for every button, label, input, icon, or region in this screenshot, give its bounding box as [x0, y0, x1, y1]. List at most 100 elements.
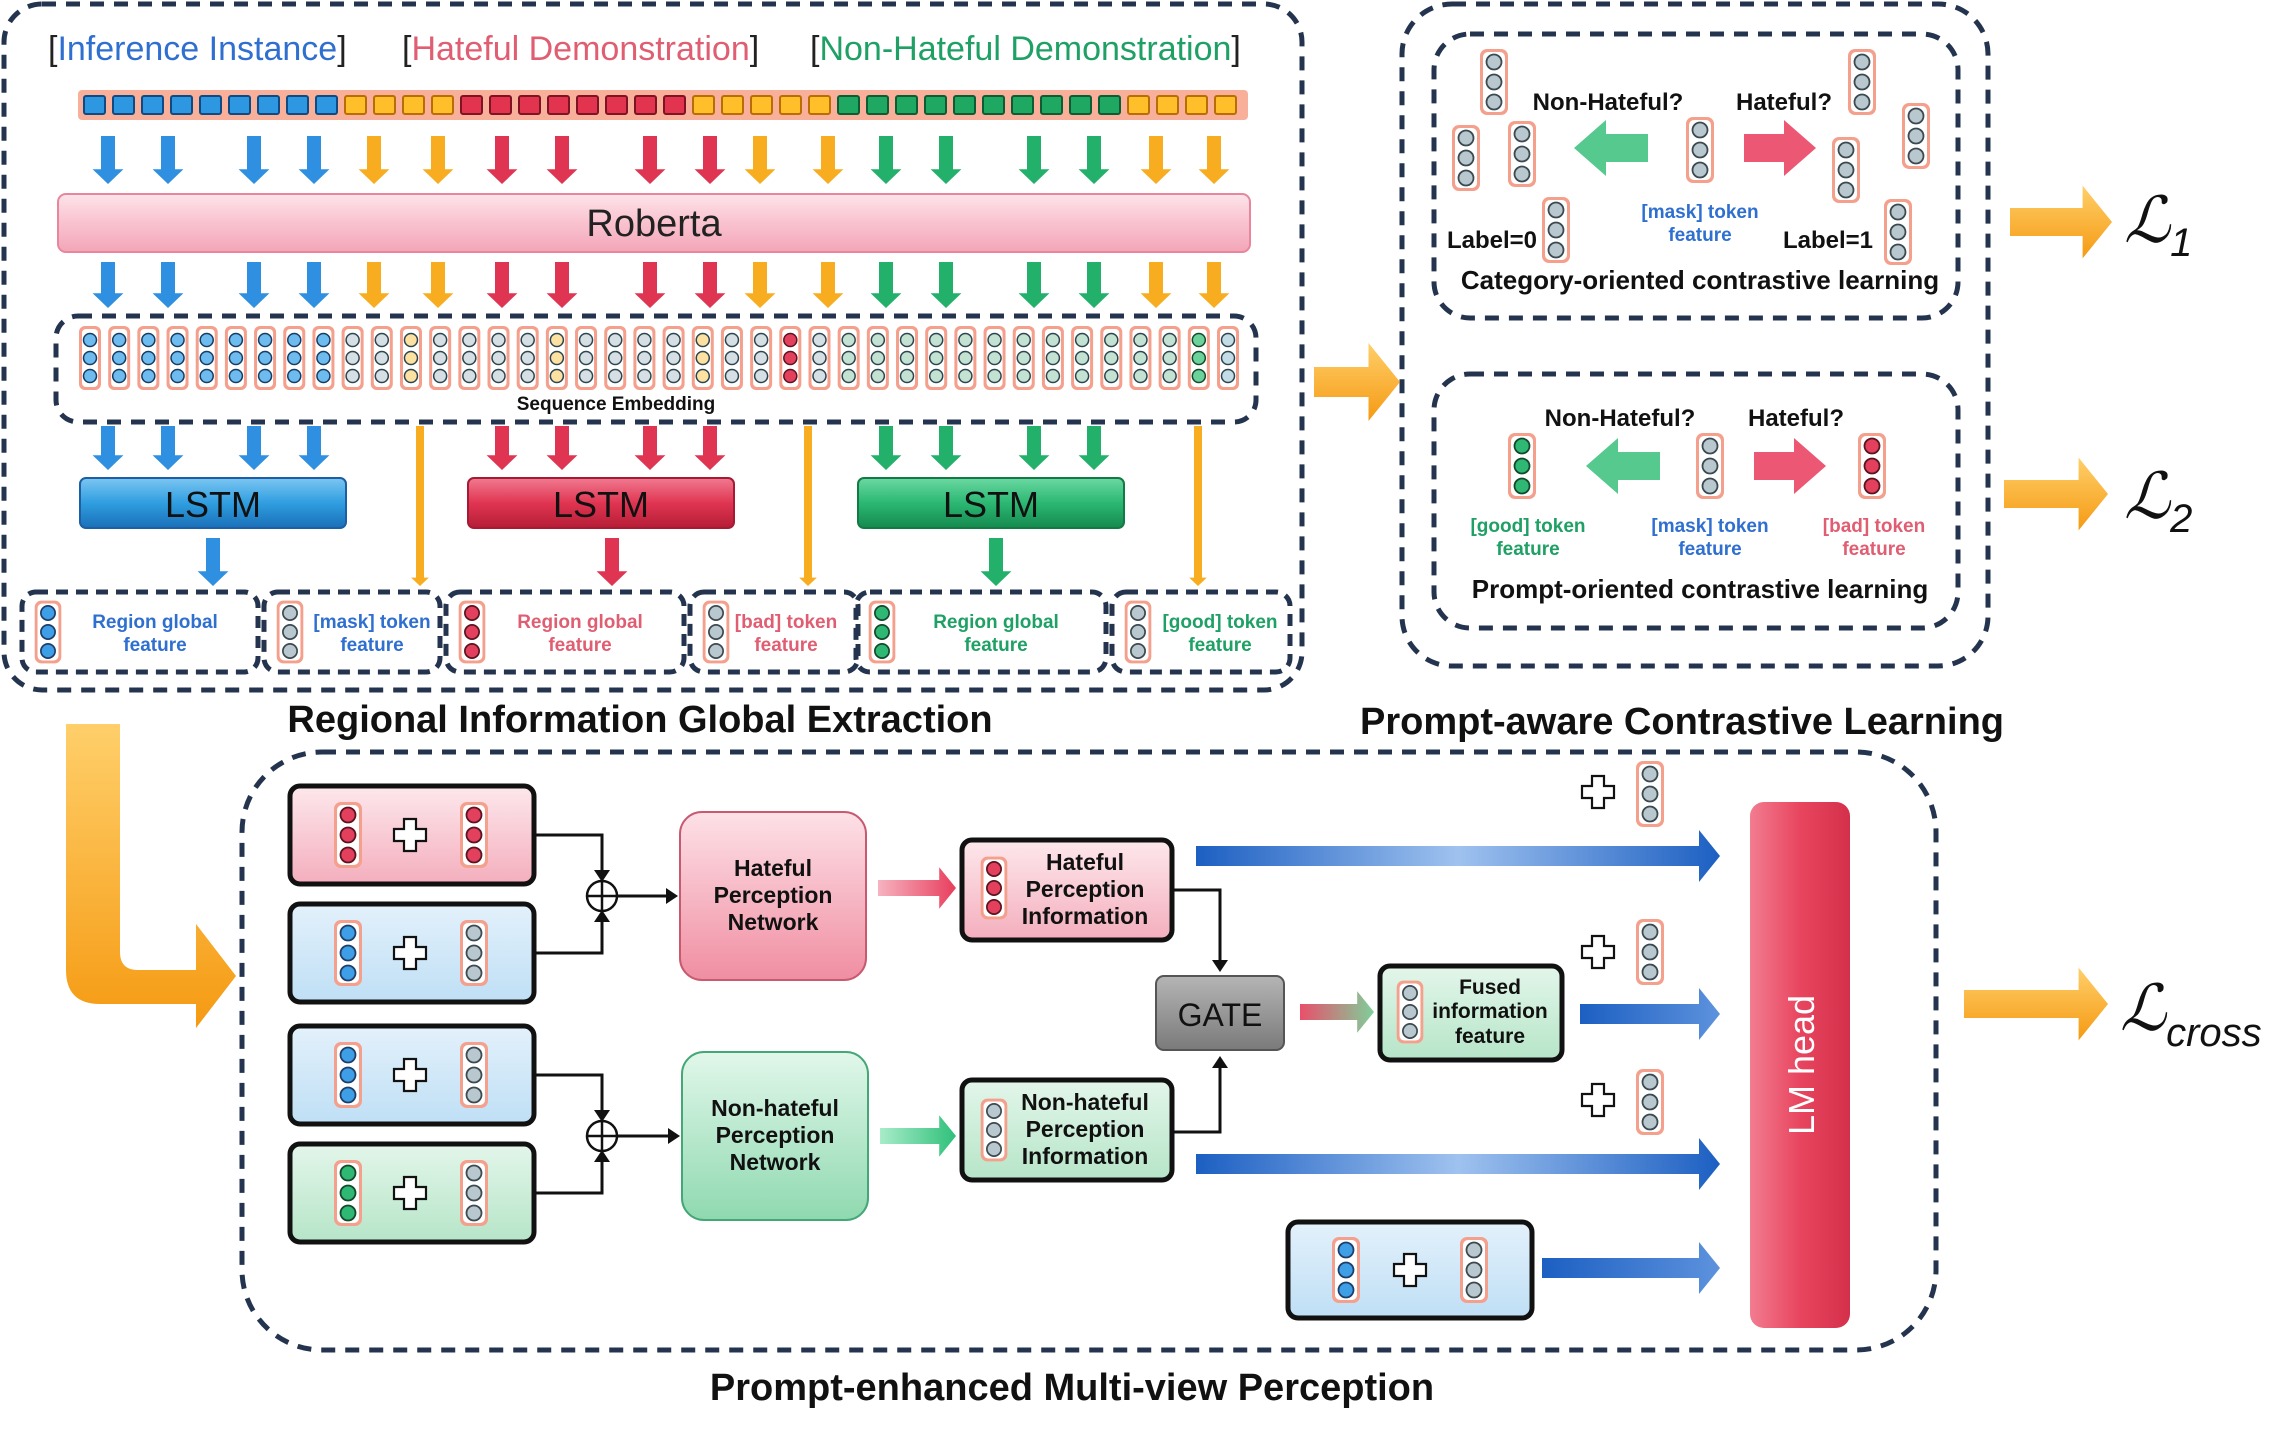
input-token	[605, 95, 628, 115]
roberta-to-embedding-arrow	[1018, 262, 1050, 308]
svg-text:information: information	[1432, 1000, 1548, 1023]
token-to-roberta-arrow	[1140, 136, 1172, 184]
input-token	[344, 95, 367, 115]
input-vector	[1460, 1237, 1488, 1303]
sequence-embedding-vector	[1129, 326, 1152, 390]
regional-feature-vector	[1124, 600, 1152, 664]
regional-feature-label: Region global	[92, 612, 218, 633]
input-token	[692, 95, 715, 115]
connector-arrowhead	[668, 1128, 680, 1144]
loss-l2: ℒ2	[2124, 460, 2192, 541]
gate-to-fused-arrow	[1300, 991, 1374, 1033]
svg-text:Non-hateful: Non-hateful	[711, 1095, 839, 1121]
roberta-to-embedding-arrow	[152, 262, 184, 308]
token-to-roberta-arrow	[152, 136, 184, 184]
connector-line	[534, 912, 604, 955]
roberta-to-embedding-arrow	[930, 262, 962, 308]
pull-good-arrow	[1586, 438, 1660, 494]
connector-arrowhead	[666, 888, 678, 904]
sequence-embedding-vector	[458, 326, 481, 390]
to-contrastive-arrow	[1314, 343, 1400, 421]
plus-icon	[392, 935, 428, 971]
regional-feature-label-2: feature	[754, 635, 817, 656]
title-perception: Prompt-enhanced Multi-view Perception	[710, 1367, 1434, 1409]
regional-feature-label-2: feature	[1188, 635, 1251, 656]
sequence-embedding-vector	[516, 326, 539, 390]
plus-icon	[1580, 774, 1616, 810]
hateful-sample-vector	[1832, 137, 1860, 203]
non-hateful-info-vector	[980, 1098, 1008, 1162]
sequence-embedding-vector	[195, 326, 218, 390]
roberta-to-embedding-arrow	[1078, 262, 1110, 308]
svg-text:LSTM: LSTM	[943, 484, 1039, 525]
input-token	[460, 95, 483, 115]
title-regional: Regional Information Global Extraction	[287, 699, 992, 741]
input-token	[170, 95, 193, 115]
regional-feature-label-2: feature	[964, 635, 1027, 656]
regional-feature-vector	[276, 600, 304, 664]
lstm-red: LSTM	[467, 477, 735, 529]
input-token	[228, 95, 251, 115]
svg-text:feature: feature	[1668, 225, 1731, 246]
connector-arrowhead	[594, 1110, 610, 1122]
token-feature-vector	[1636, 919, 1664, 985]
input-vector	[460, 802, 488, 868]
input-token	[199, 95, 222, 115]
sequence-embedding-vector	[137, 326, 160, 390]
sequence-embedding-vector	[604, 326, 627, 390]
label-1: Label=1	[1783, 227, 1873, 254]
regional-feature-label-2: feature	[548, 635, 611, 656]
hpn-to-hpi-arrow	[878, 867, 956, 909]
sequence-embedding-vector	[1217, 326, 1239, 390]
sequence-embedding-vector	[1187, 326, 1210, 390]
token-to-roberta-arrow	[744, 136, 776, 184]
input-token	[982, 95, 1005, 115]
lstm-to-region-arrow	[596, 538, 628, 586]
input-token	[83, 95, 106, 115]
token-feature-vector	[1636, 1069, 1664, 1135]
input-token	[315, 95, 338, 115]
svg-text:GATE: GATE	[1178, 997, 1263, 1033]
embedding-to-lstm-arrow	[1018, 426, 1050, 470]
lstm-to-region-arrow	[197, 538, 229, 586]
svg-text:Perception: Perception	[716, 1122, 835, 1148]
svg-text:feature: feature	[1496, 539, 1559, 560]
input-token	[1214, 95, 1237, 115]
prompt-bad-label: [bad] token	[1823, 516, 1925, 537]
embedding-to-lstm-arrow	[298, 426, 330, 470]
input-token	[402, 95, 425, 115]
token-to-roberta-arrow	[546, 136, 578, 184]
input-vector	[334, 802, 362, 868]
lstm-green: LSTM	[857, 477, 1125, 529]
regional-feature-label: [good] token	[1162, 612, 1277, 633]
perception-input-pair	[287, 1023, 537, 1127]
sequence-embedding-vector	[108, 326, 131, 390]
roberta-to-embedding-arrow	[298, 262, 330, 308]
regional-feature-label: [bad] token	[735, 612, 837, 633]
svg-text:ℒ2: ℒ2	[2124, 460, 2192, 541]
input-token	[808, 95, 831, 115]
label-0: Label=0	[1447, 227, 1537, 254]
sequence-embedding-vector	[487, 326, 510, 390]
token-to-roberta-arrow	[238, 136, 270, 184]
token-to-roberta-arrow	[422, 136, 454, 184]
svg-text:Network: Network	[728, 909, 819, 935]
embedding-to-lstm-arrow	[634, 426, 666, 470]
input-token	[663, 95, 686, 115]
pull-bad-arrow	[1754, 438, 1826, 494]
fused-vector	[1396, 980, 1424, 1044]
category-panel	[1431, 31, 1961, 321]
regional-feature-vector	[702, 600, 730, 664]
fused-to-lm-arrow	[1580, 988, 1720, 1040]
input-token	[286, 95, 309, 115]
prompt-hateful-question: Hateful?	[1748, 405, 1844, 432]
svg-text:feature: feature	[1842, 539, 1905, 560]
plus-icon	[392, 817, 428, 853]
input-token	[634, 95, 657, 115]
hateful-sample-vector	[1902, 103, 1930, 169]
regional-feature-label-2: feature	[123, 635, 186, 656]
sequence-embedding-vector	[1158, 326, 1181, 390]
sequence-embedding-vector	[866, 326, 889, 390]
